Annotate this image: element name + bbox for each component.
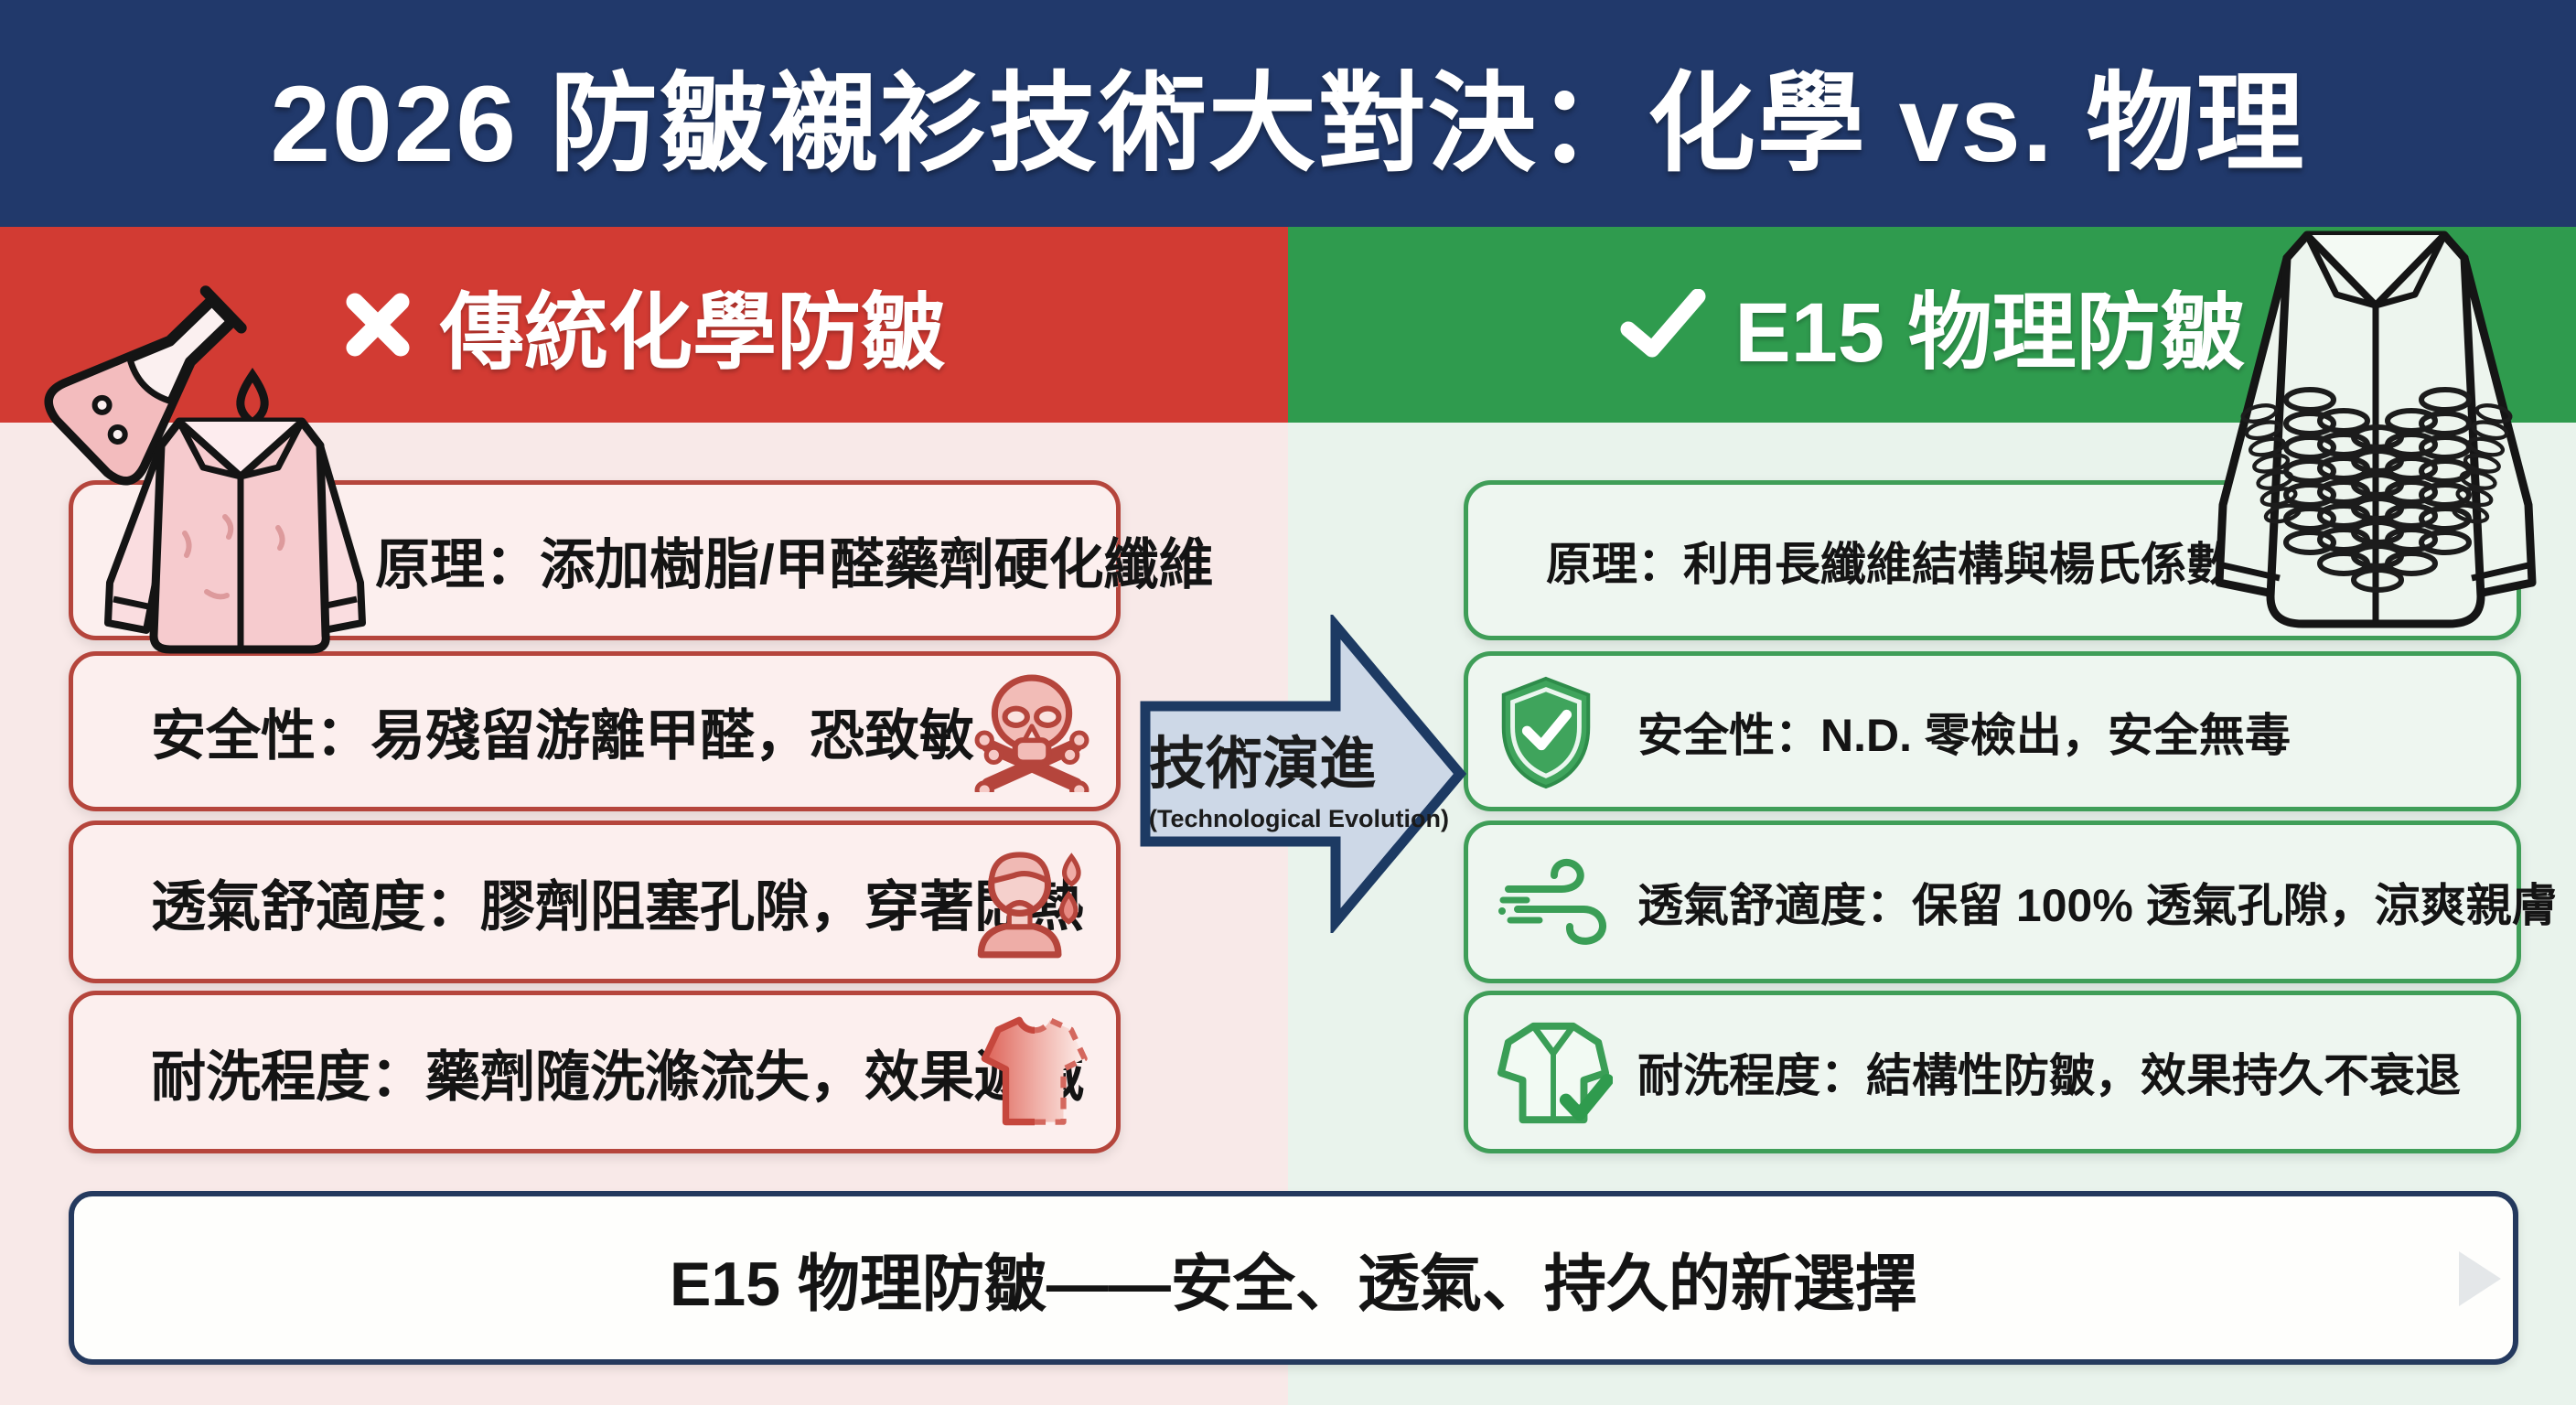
page-title: 2026 防皺襯衫技術大對決：化學 vs. 物理	[270, 63, 2306, 185]
title-band: 2026 防皺襯衫技術大對決：化學 vs. 物理	[0, 0, 2576, 227]
right-arrow-icon	[1140, 615, 1467, 933]
evolution-arrow: 技術演進 (Technological Evolution)	[1136, 615, 1471, 933]
sweating-person-icon	[977, 852, 1081, 959]
skull-crossbones-icon	[974, 674, 1089, 792]
spring-fiber-shirt-icon	[2215, 231, 2537, 628]
chemical-flask-icon	[44, 285, 269, 486]
chemical-durability-card: 耐洗程度：藥劑隨洗滌流失，效果遞減	[69, 991, 1121, 1153]
wind-icon	[1498, 858, 1606, 945]
footer-banner: E15 物理防皺——安全、透氣、持久的新選擇	[69, 1191, 2518, 1365]
card-text: 安全性：N.D. 零檢出，安全無毒	[1637, 709, 2291, 761]
evolution-arrow-sublabel: (Technological Evolution)	[1149, 805, 1449, 832]
card-text: 耐洗程度：藥劑隨洗滌流失，效果遞減	[151, 1046, 1084, 1108]
cross-x-icon	[346, 293, 410, 357]
check-mark-icon	[1620, 289, 1706, 358]
chemical-breathability-card: 透氣舒適度：膠劑阻塞孔隙，穿著悶熱	[69, 820, 1121, 983]
physical-durability-card: 耐洗程度：結構性防皺，效果持久不衰退	[1464, 991, 2521, 1153]
shirt-check-icon	[1497, 1022, 1613, 1124]
card-text: 透氣舒適度：保留 100% 透氣孔隙，涼爽親膚	[1637, 880, 2558, 931]
card-text: 耐洗程度：結構性防皺，效果持久不衰退	[1637, 1050, 2461, 1101]
physical-header-label: E15 物理防皺	[1734, 285, 2245, 380]
card-text: 原理：添加樹脂/甲醛藥劑硬化纖維	[375, 534, 1214, 595]
fading-tshirt-icon	[977, 1014, 1092, 1130]
card-text: 透氣舒適度：膠劑阻塞孔隙，穿著悶熱	[151, 875, 1084, 938]
chemical-safety-card: 安全性：易殘留游離甲醛，恐致敏	[69, 651, 1121, 811]
evolution-arrow-label: 技術演進	[1149, 733, 1377, 796]
physical-safety-card: 安全性：N.D. 零檢出，安全無毒	[1464, 651, 2521, 811]
wrinkled-shirt-icon	[104, 417, 366, 654]
play-overlay-icon	[2459, 1251, 2501, 1306]
physical-breathability-card: 透氣舒適度：保留 100% 透氣孔隙，涼爽親膚	[1464, 820, 2558, 983]
card-text: 安全性：易殘留游離甲醛，恐致敏	[151, 705, 974, 767]
footer-slogan: E15 物理防皺——安全、透氣、持久的新選擇	[670, 1249, 1917, 1319]
shield-check-icon	[1501, 676, 1591, 788]
chemical-header-label: 傳統化學防皺	[439, 285, 945, 380]
